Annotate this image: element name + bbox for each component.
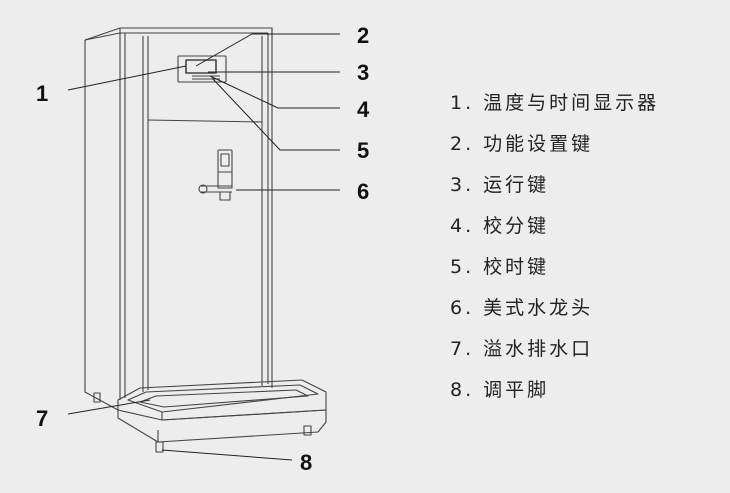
leader-line-8 (161, 449, 293, 461)
callout-number: 6 (357, 179, 369, 204)
callout-number: 4 (357, 97, 370, 122)
legend-item: 1. 温度与时间显示器 (450, 92, 660, 114)
leader-line-4 (209, 75, 340, 109)
machine-outline (84, 27, 327, 453)
legend-item: 7. 溢水排水口 (450, 338, 594, 360)
leader-line-7 (67, 399, 151, 415)
legend-item: 8. 调平脚 (450, 379, 550, 401)
legend-item: 4. 校分键 (450, 215, 550, 237)
legend-item: 6. 美式水龙头 (450, 297, 594, 319)
callout-number: 3 (357, 60, 369, 85)
legend-item: 5. 校时键 (450, 256, 550, 278)
callout-number: 5 (357, 138, 369, 163)
leader-line-5 (211, 77, 340, 151)
parts-legend: 1. 温度与时间显示器 2. 功能设置键 3. 运行键 4. 校分键 5. 校时… (450, 88, 659, 416)
leader-line-2 (195, 33, 340, 67)
callout-number: 1 (36, 81, 48, 106)
callout-numbers: 1 2 3 4 5 6 7 8 (36, 23, 370, 475)
leader-lines (67, 33, 340, 461)
legend-item: 2. 功能设置键 (450, 133, 594, 155)
callout-number: 8 (300, 450, 312, 475)
leader-line-1 (67, 65, 187, 91)
callout-number: 7 (36, 406, 48, 431)
legend-item: 3. 运行键 (450, 174, 550, 196)
callout-number: 2 (357, 23, 369, 48)
